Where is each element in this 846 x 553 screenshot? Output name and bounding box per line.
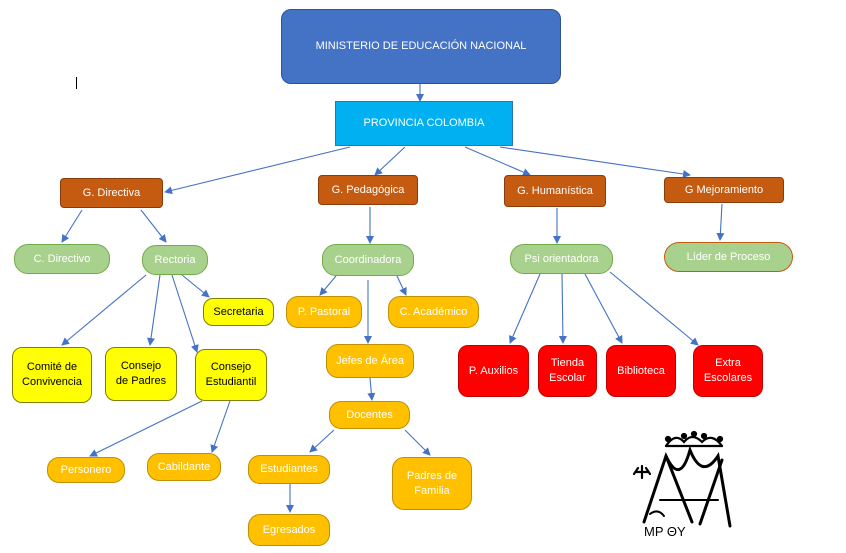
connector-province-pedagogica (374, 146, 406, 176)
node-consejo-padres[interactable]: Consejo de Padres (105, 347, 177, 401)
connector-psi-extra (609, 271, 699, 346)
connector-rectoria-secretaria (181, 274, 210, 298)
node-comite-convivencia-label: Comité de Convivencia (22, 361, 82, 388)
node-g-directiva[interactable]: G. Directiva (60, 178, 163, 208)
logo-text: MP ΘY (644, 524, 686, 539)
connector-psi-tienda (558, 273, 567, 344)
connector-province-humanistica (464, 146, 531, 176)
node-rectoria[interactable]: Rectoria (142, 245, 208, 275)
node-g-mejoramiento-label: G Mejoramiento (684, 183, 764, 196)
text-cursor (76, 77, 77, 89)
node-docentes[interactable]: Docentes (329, 401, 410, 429)
node-estudiantes[interactable]: Estudiantes (248, 455, 330, 484)
node-jefes-area[interactable]: Jefes de Área (326, 344, 414, 378)
node-consejo-estudiantil-label: Consejo Estudiantil (205, 361, 257, 388)
connector-jefes-docentes (367, 377, 376, 401)
connector-province-mejoramiento (499, 146, 691, 178)
node-ministerio-label: MINISTERIO DE EDUCACIÓN NACIONAL (315, 40, 527, 53)
node-comite-convivencia[interactable]: Comité de Convivencia (12, 347, 92, 403)
connector-directiva-rectoria (140, 209, 167, 243)
node-g-pedagogica[interactable]: G. Pedagógica (318, 175, 418, 205)
connector-coordinadora-pastoral (319, 275, 337, 296)
node-docentes-label: Docentes (346, 408, 393, 421)
node-personero-label: Personero (60, 463, 112, 476)
node-secretaria[interactable]: Secretaria (203, 298, 274, 326)
connector-psi-biblioteca (584, 273, 623, 344)
node-padres-familia-label: Padres de Familia (406, 469, 458, 497)
connector-estudiantil-personero (89, 400, 203, 457)
node-c-academico[interactable]: C. Académico (388, 296, 479, 328)
node-jefes-area-label: Jefes de Área (336, 354, 404, 367)
node-consejo-estudiantil[interactable]: Consejo Estudiantil (195, 349, 267, 401)
node-psi-orientadora-label: Psi orientadora (524, 252, 599, 265)
connector-psi-auxilios (509, 273, 541, 344)
node-p-auxilios-label: P. Auxilios (468, 364, 519, 377)
node-c-academico-label: C. Académico (399, 305, 468, 318)
connector-docentes-estudiantes (309, 429, 335, 453)
connector-directiva-cdirectivo (61, 209, 83, 243)
node-g-directiva-label: G. Directiva (82, 186, 141, 199)
connector-rectoria-comite (61, 274, 147, 346)
node-g-humanistica-label: G. Humanística (517, 184, 593, 197)
connector-docentes-padres (404, 429, 431, 456)
node-c-directivo[interactable]: C. Directivo (14, 244, 110, 274)
connector-estudiantil-cabildante (210, 400, 231, 453)
node-lider-proceso-label: Líder de Proceso (686, 250, 771, 263)
node-g-humanistica[interactable]: G. Humanística (504, 175, 606, 207)
node-personero[interactable]: Personero (47, 457, 125, 483)
connector-rectoria-consejo-estudiantil (171, 274, 199, 353)
node-cabildante[interactable]: Cabildante (147, 453, 221, 481)
node-p-pastoral[interactable]: P. Pastoral (286, 296, 362, 328)
node-secretaria-label: Secretaria (213, 305, 264, 318)
node-extra-escolares-label: Extra Escolares (703, 357, 753, 384)
connector-rectoria-consejo-padres (147, 274, 161, 346)
node-coordinadora-label: Coordinadora (334, 253, 402, 266)
connector-coordinadora-academico (396, 275, 407, 296)
node-lider-proceso[interactable]: Líder de Proceso (664, 242, 793, 272)
node-tienda-escolar[interactable]: Tienda Escolar (538, 345, 597, 397)
node-padres-familia[interactable]: Padres de Familia (392, 457, 472, 510)
node-egresados-label: Egresados (262, 523, 316, 536)
node-biblioteca[interactable]: Biblioteca (606, 345, 676, 397)
institution-monogram-logo-icon: MP ΘY (632, 430, 732, 539)
node-consejo-padres-label: Consejo de Padres (115, 360, 167, 387)
node-c-directivo-label: C. Directivo (33, 252, 91, 265)
node-cabildante-label: Cabildante (157, 460, 211, 473)
node-estudiantes-label: Estudiantes (260, 463, 318, 476)
node-p-auxilios[interactable]: P. Auxilios (458, 345, 529, 397)
node-g-pedagogica-label: G. Pedagógica (331, 183, 405, 196)
node-p-pastoral-label: P. Pastoral (297, 305, 351, 318)
node-egresados[interactable]: Egresados (248, 514, 330, 546)
node-extra-escolares[interactable]: Extra Escolares (693, 345, 763, 397)
node-rectoria-label: Rectoria (154, 253, 196, 266)
node-tienda-escolar-label: Tienda Escolar (549, 357, 586, 384)
connector-province-directiva (164, 146, 351, 195)
node-biblioteca-label: Biblioteca (617, 364, 665, 377)
node-psi-orientadora[interactable]: Psi orientadora (510, 244, 613, 274)
node-coordinadora[interactable]: Coordinadora (322, 244, 414, 276)
node-ministerio[interactable]: MINISTERIO DE EDUCACIÓN NACIONAL (281, 9, 561, 84)
node-g-mejoramiento[interactable]: G Mejoramiento (664, 177, 784, 203)
connector-mejoramiento-lider (716, 203, 725, 241)
node-provincia[interactable]: PROVINCIA COLOMBIA (335, 101, 513, 146)
node-provincia-label: PROVINCIA COLOMBIA (363, 117, 485, 130)
